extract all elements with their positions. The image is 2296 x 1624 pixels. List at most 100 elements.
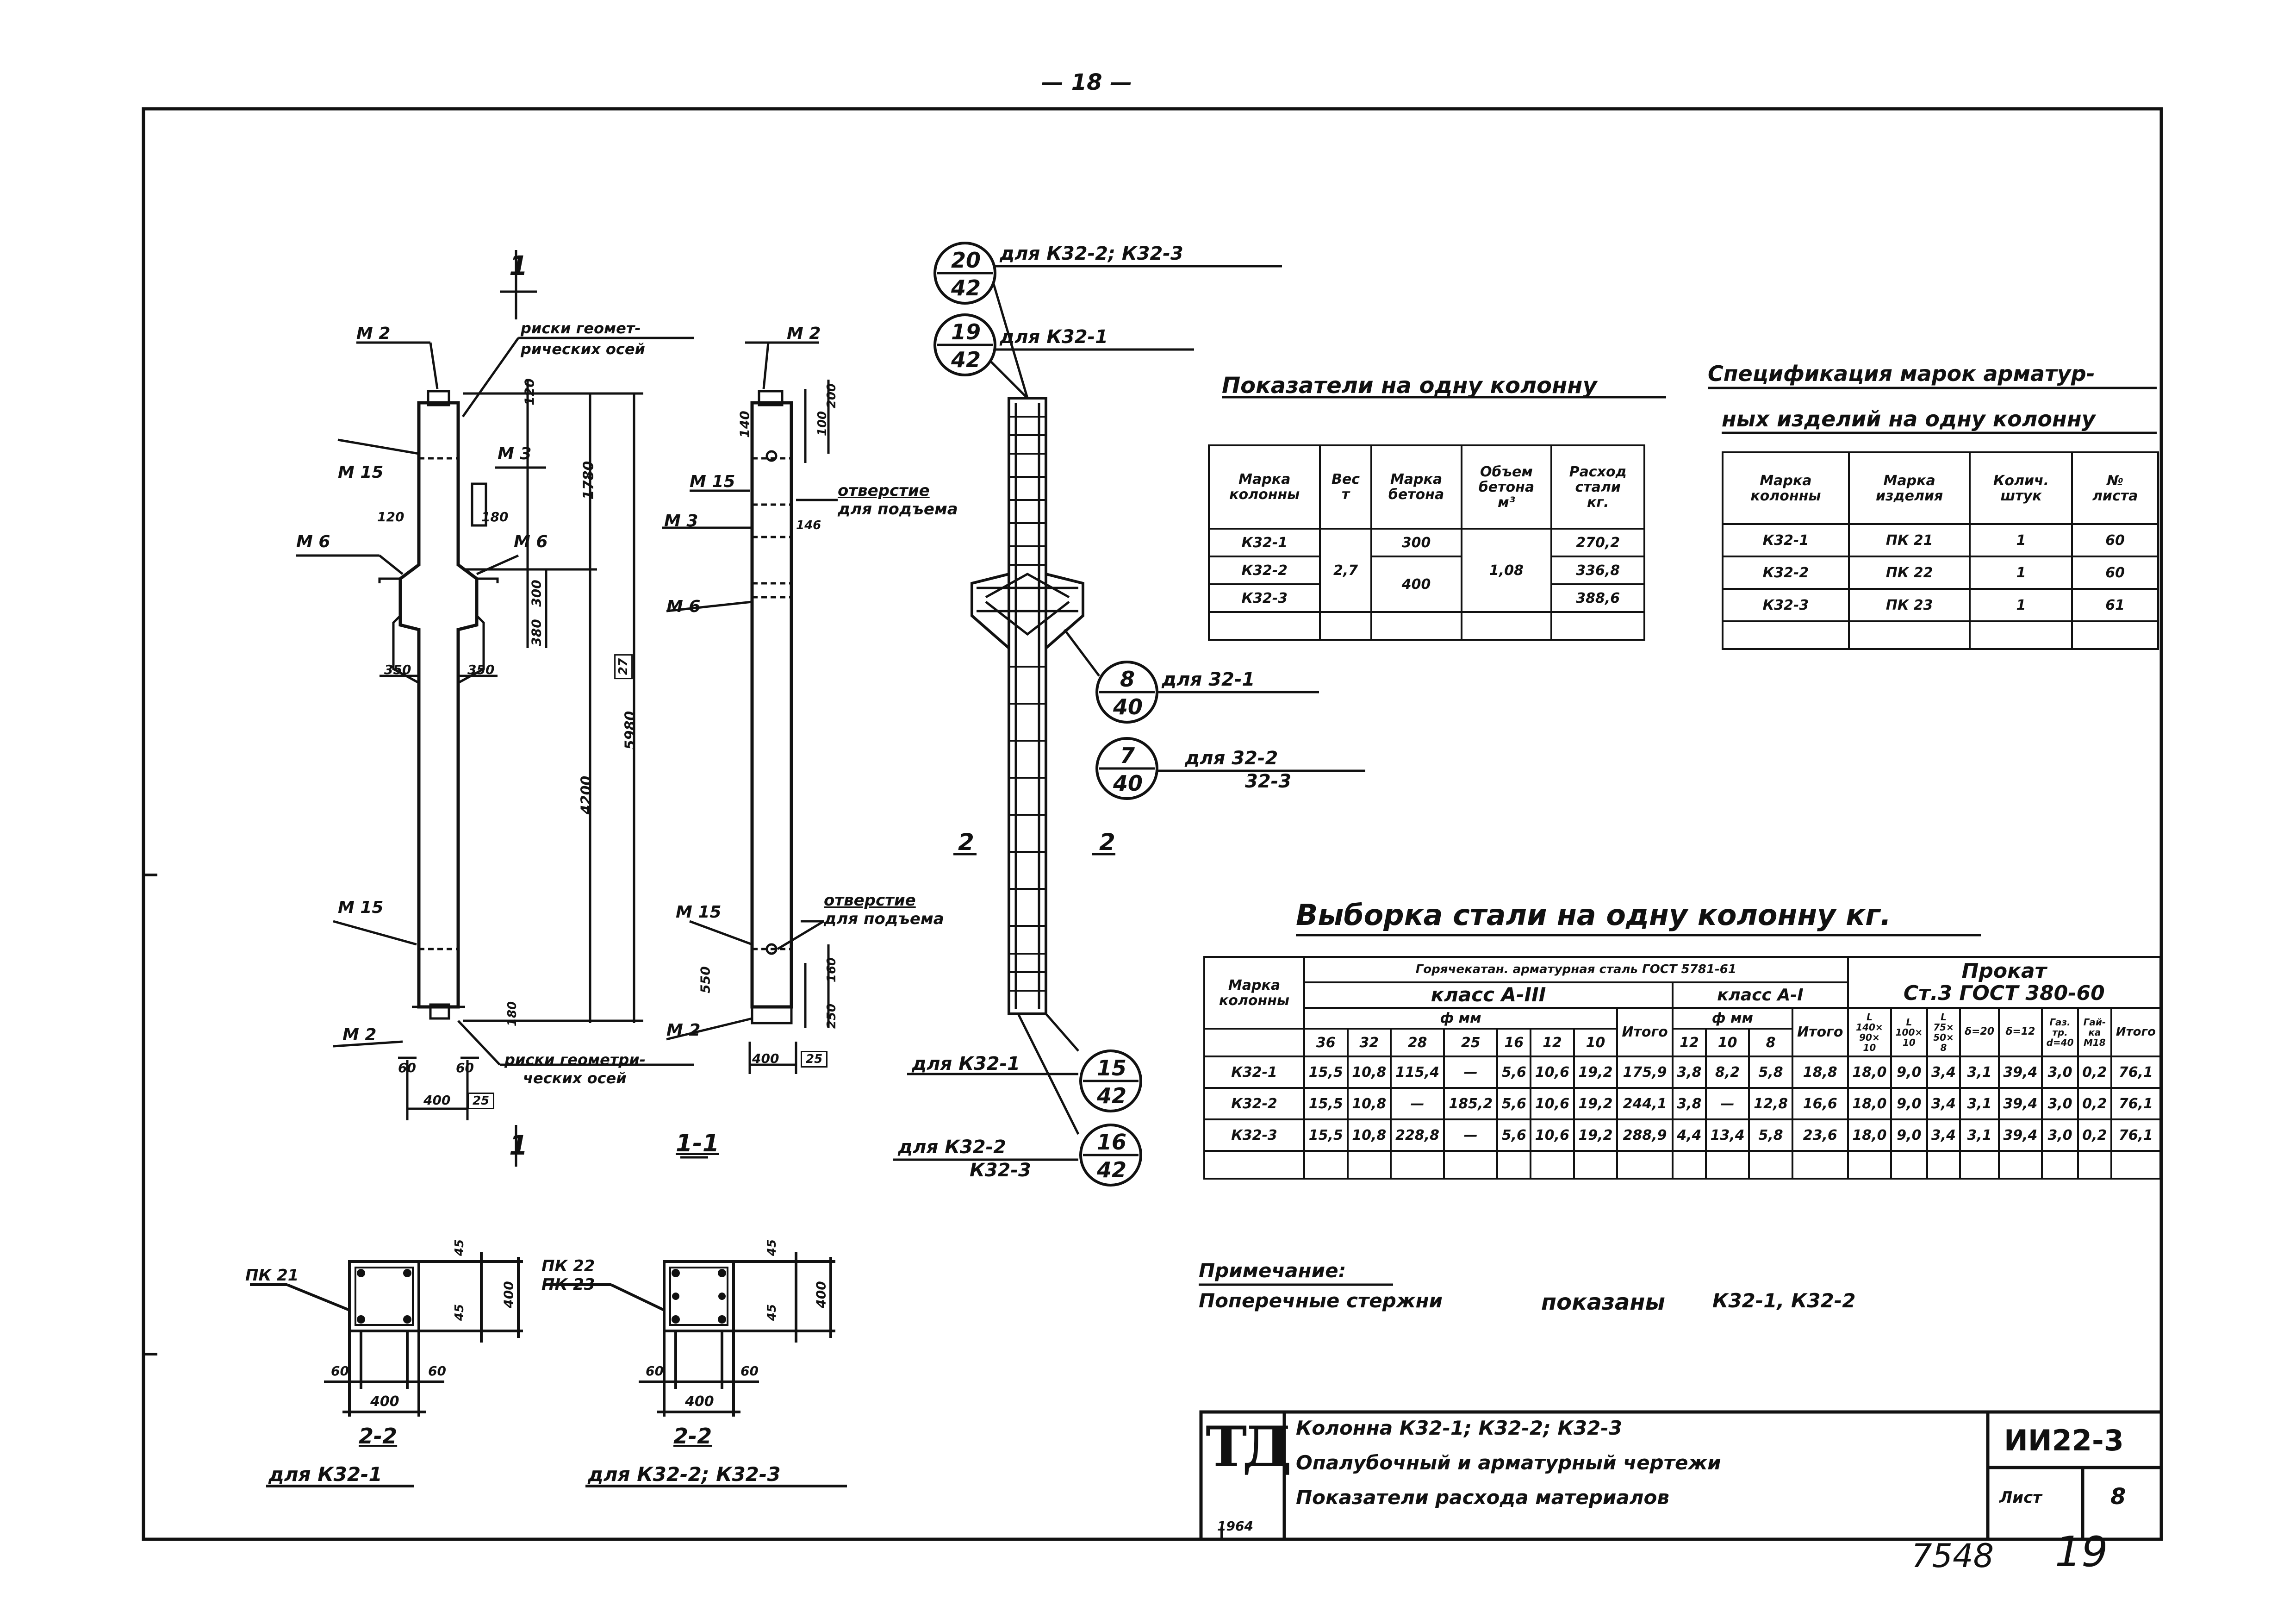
callout-7-text2: 32-3 [1245,771,1292,792]
cross-sections [250,1252,847,1487]
section1-d60l: 60 [331,1363,349,1379]
side-dim-550: 550 [697,966,713,993]
note-text-2: показаны [1541,1289,1665,1315]
section2-d45a: 45 [765,1239,779,1256]
ind-steel-3: 388,6 [1550,583,1645,613]
steel-d3-0: 36 [1303,1028,1349,1057]
side-label-hole-top-2: для подъема [838,500,958,518]
ind-mark-1: К32-1 [1207,528,1321,557]
section2-d400v: 400 [813,1281,829,1308]
title-block [1199,1410,2163,1541]
ind-steel-1: 270,2 [1550,528,1645,557]
callout-19-text: для К32-1 [1000,326,1108,348]
callout-16-top: 16 [1097,1130,1127,1155]
side-label-m2-bottom: М 2 [666,1021,701,1040]
steel-d3-3: 25 [1443,1028,1499,1057]
label-m2-top: М 2 [356,324,391,343]
stamp-sheet-label: Лист [1999,1488,2042,1507]
callout-8-top: 8 [1120,667,1135,692]
side-dim-140: 140 [737,411,753,438]
spec-r3-sheet: 61 [2071,588,2159,622]
cage-section-mark-left: 2 [958,829,974,856]
label-m6-right: М 6 [514,532,548,551]
label-risks-top-1: риски геомет- [521,319,641,337]
section1-d400h: 400 [370,1393,399,1410]
callout-7-text: для 32-2 [1185,748,1278,769]
ind-grade-1: 300 [1370,528,1462,557]
steel-h-total: Итого [1616,1007,1674,1057]
column-elevation [296,250,694,1167]
label-m6-left: М 6 [296,532,330,551]
section2-tag: ПК 22 [541,1257,595,1275]
steel-h-rc5: Газ.тр.d=40 [2041,1007,2079,1057]
label-risks-bottom-2: ческих осей [523,1069,627,1087]
spec-title-1: Спецификация марок арматур- [1708,361,2095,386]
ind-volume: 1,08 [1460,528,1553,613]
steel-title: Выборка стали на одну колонну кг. [1296,898,1892,932]
steel-h-rc4: δ=12 [1997,1007,2043,1057]
dim-60-b: 60 [456,1060,474,1075]
page-number: — 18 — [1041,69,1132,95]
callout-16-text: для К32-2 [898,1137,1007,1158]
callout-8-bottom: 40 [1113,694,1143,719]
side-dim-160: 160 [825,957,839,983]
section-bars [357,1269,726,1324]
side-label-m3: М 3 [664,512,698,531]
callout-20-top: 20 [951,248,981,273]
stamp-code: ИИ22-3 [2004,1424,2124,1457]
section2-caption: 2-2 [673,1424,712,1449]
ind-mark-2: К32-2 [1207,556,1321,585]
side-label-hole-bottom-1: отверстие [824,891,916,910]
section2-tag2: ПК 23 [541,1275,595,1294]
steel-h-hot: Горячекатан. арматурная сталь ГОСТ 5781-… [1303,956,1849,983]
label-m15-bottom: М 15 [338,898,384,917]
callout-20-bottom: 42 [951,275,981,300]
section2-label: для К32-2; К32-3 [588,1463,781,1486]
dim-400: 400 [423,1093,451,1108]
callout-7-bottom: 40 [1113,771,1143,796]
handwritten-number-1: 7548 [1911,1537,1994,1575]
spec-r1-mark: К32-1 [1722,523,1850,557]
callout-15-top: 15 [1097,1056,1127,1081]
spec-r3-item: ПК 23 [1848,588,1971,622]
steel-h-dmm2: ф мм [1672,1007,1793,1030]
section1-d45a: 45 [453,1239,467,1256]
dim-400-mark: 25 [467,1093,495,1109]
side-label-m15-top: М 15 [690,472,735,491]
steel-h-class3: класс А-III [1303,981,1674,1009]
spec-r1-qty: 1 [1969,523,2073,557]
stamp-sheet-number: 8 [2110,1484,2126,1510]
stamp-line-3: Показатели расхода материалов [1296,1486,1669,1509]
side-dim-146: 146 [796,518,821,532]
label-risks-top-2: рических осей [521,340,645,358]
dim-350-b: 350 [467,662,495,677]
steel-h-class1: класс А-I [1672,981,1849,1009]
steel-d3-2: 28 [1389,1028,1445,1057]
label-m2-bottom: М 2 [342,1025,377,1044]
callout-15-bottom: 42 [1097,1083,1127,1108]
section2-d400h: 400 [685,1393,714,1410]
spec-r2-mark: К32-2 [1722,556,1850,590]
side-label-hole-top-1: отверстие [838,481,930,500]
dim-60-a: 60 [398,1060,416,1075]
dim-300: 300 [529,580,544,607]
steel-d3-5: 12 [1530,1028,1575,1057]
callout-16-bottom: 42 [1097,1157,1127,1182]
stamp-line-1: Колонна К32-1; К32-2; К32-3 [1296,1417,1622,1439]
dim-mark-right: 27 [614,654,633,680]
